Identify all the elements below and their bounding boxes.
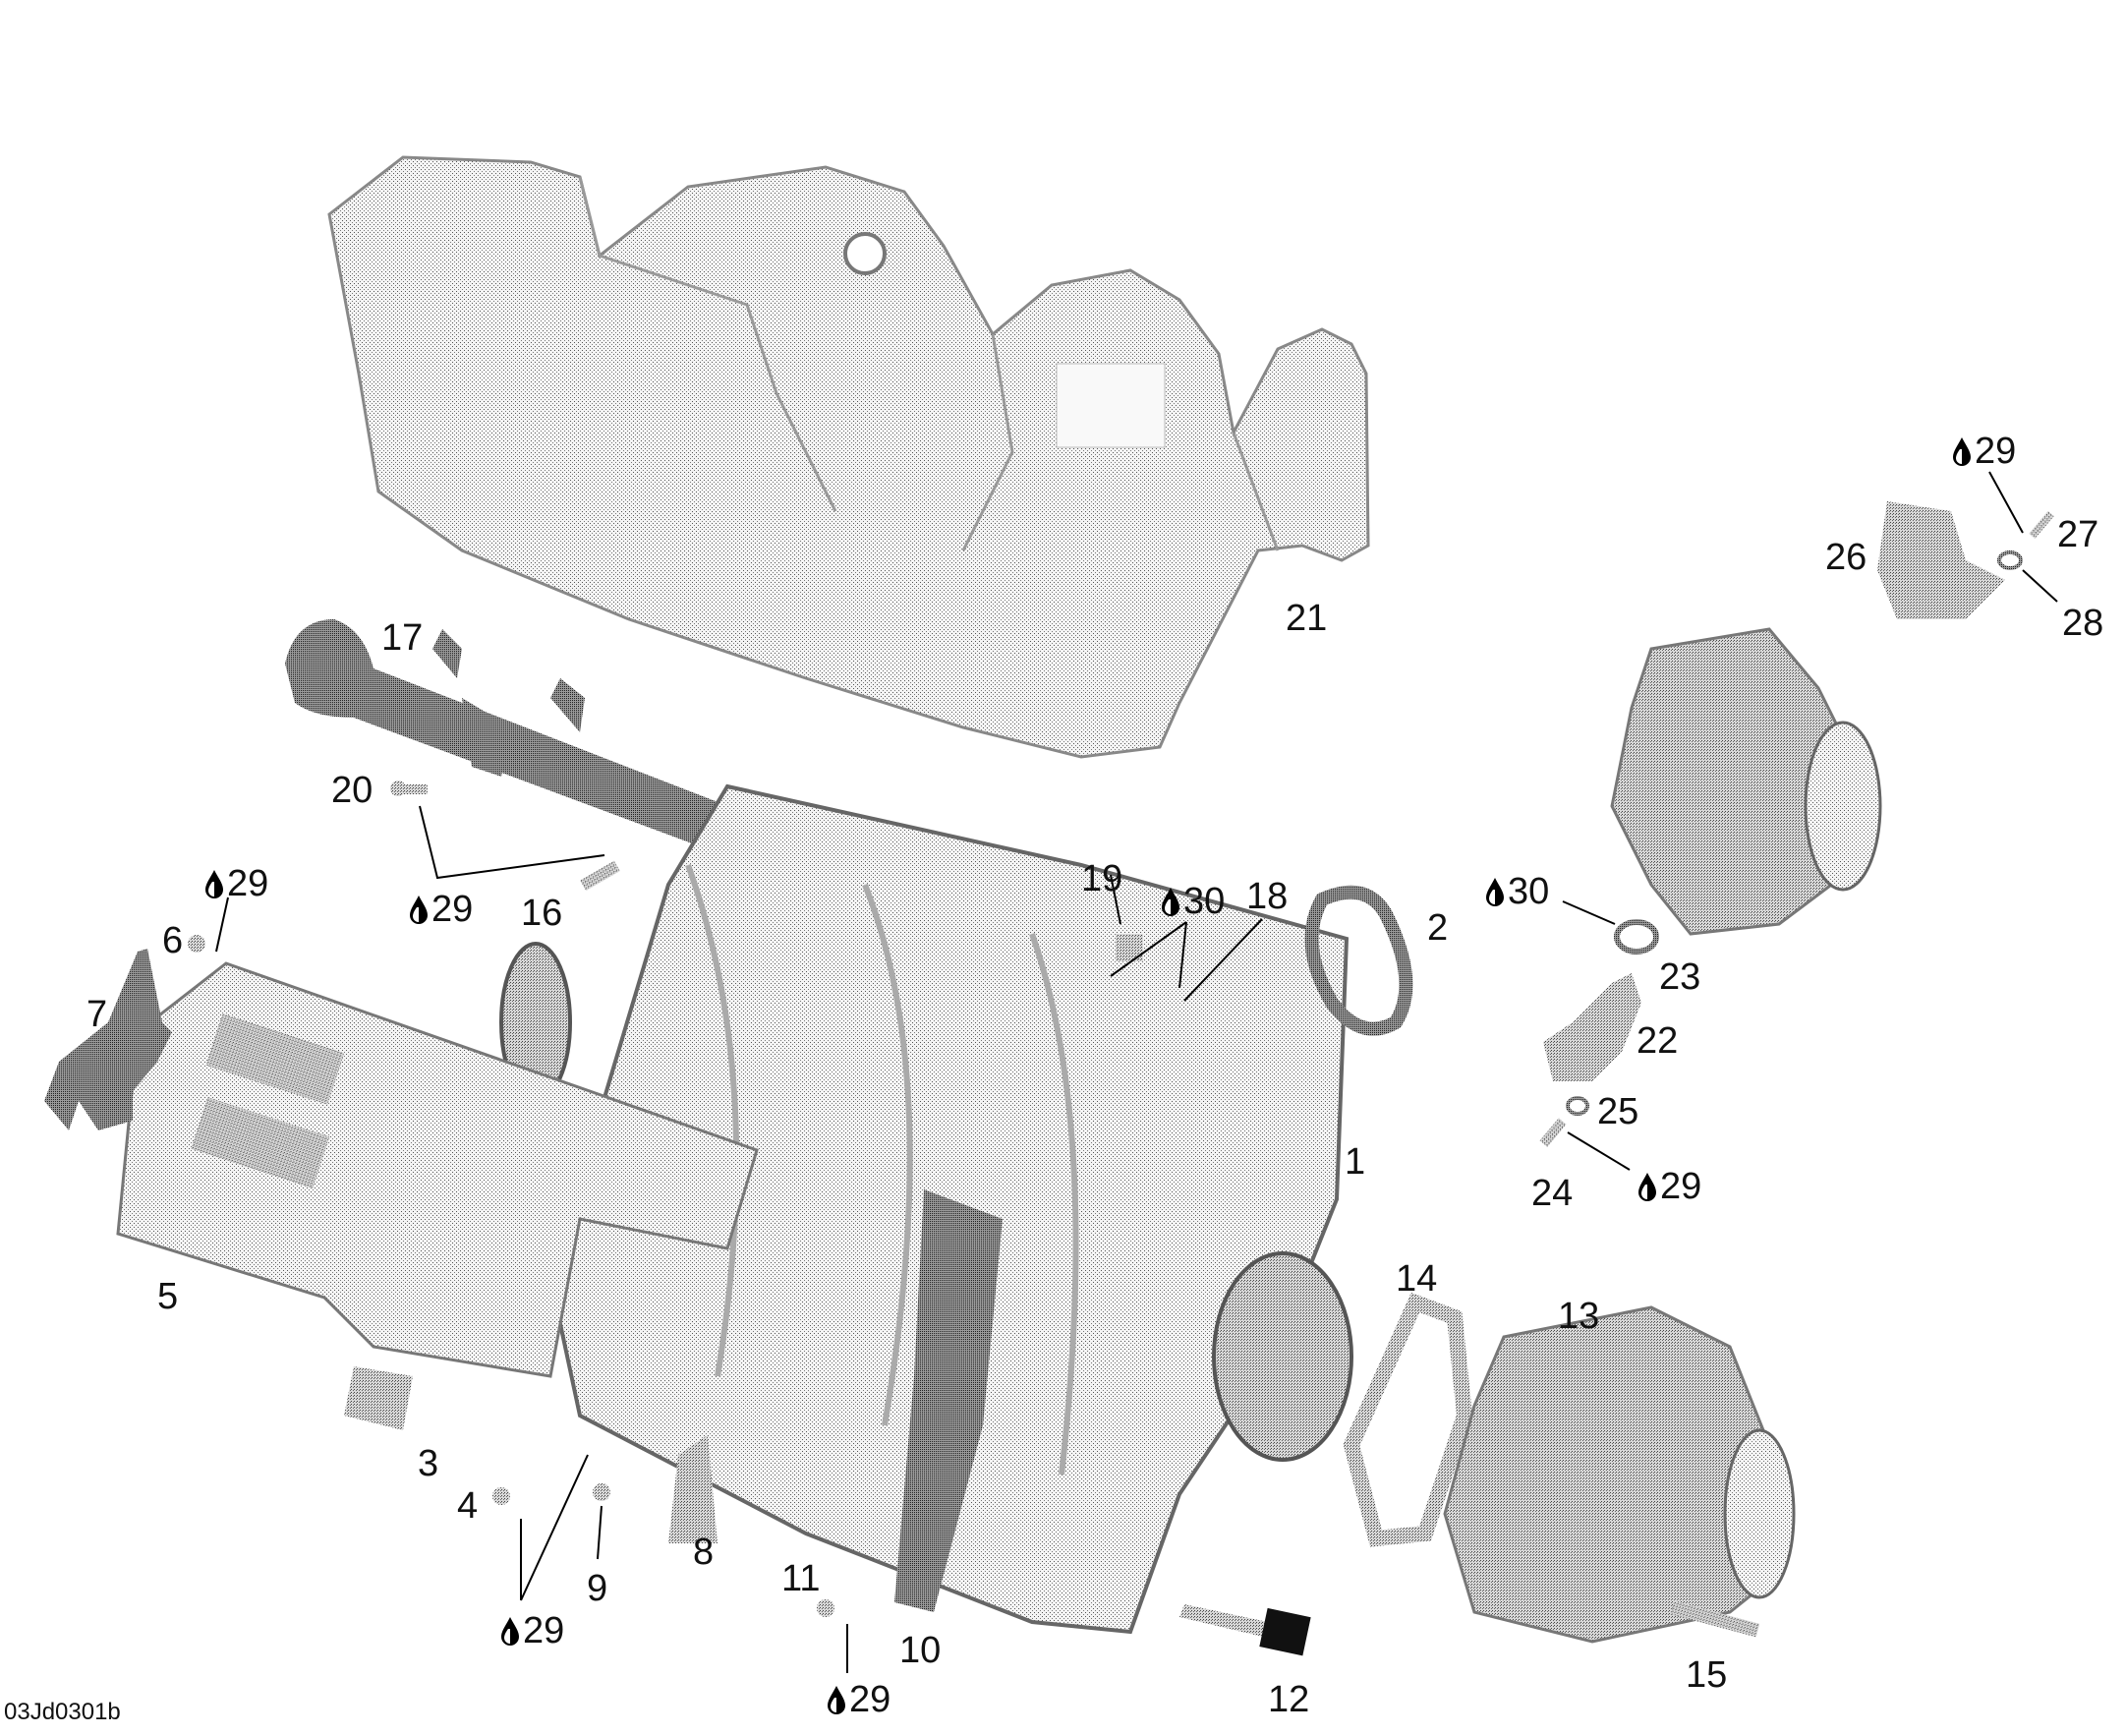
callout-2: 2	[1427, 907, 1449, 949]
sealant-callout-29: 29	[499, 1612, 564, 1649]
engine-cover-part-21	[327, 155, 1370, 759]
sealant-callout-29: 29	[826, 1681, 890, 1718]
drop-icon	[1638, 1173, 1656, 1201]
sealant-callout-29: 29	[203, 865, 268, 902]
screw-part-11	[817, 1599, 834, 1617]
callout-13: 13	[1558, 1296, 1600, 1337]
throttle-body-part-13	[1443, 1305, 1796, 1644]
screw-part-9	[593, 1483, 610, 1501]
drop-icon	[1162, 888, 1179, 916]
leader-lines	[215, 471, 2058, 1673]
callout-21: 21	[1286, 598, 1328, 639]
callout-23: 23	[1659, 956, 1701, 998]
screw-part-27	[2029, 510, 2054, 540]
callout-12: 12	[1268, 1679, 1310, 1720]
screw-part-6	[188, 935, 205, 953]
drop-icon	[205, 870, 223, 898]
callout-28: 28	[2062, 603, 2104, 644]
callout-4: 4	[457, 1485, 479, 1527]
bracket-part-8	[668, 1435, 718, 1543]
drop-icon	[828, 1686, 845, 1714]
screw-part-20	[390, 781, 428, 796]
callout-8: 8	[693, 1532, 715, 1573]
callout-17: 17	[381, 617, 424, 659]
callout-16: 16	[521, 893, 563, 934]
callout-11: 11	[781, 1558, 821, 1599]
callout-7: 7	[86, 994, 108, 1035]
sealant-callout-30: 30	[1160, 883, 1225, 920]
sealant-callout-29: 29	[408, 891, 473, 928]
sealant-callout-29: 29	[1951, 433, 2016, 470]
screw-part-4	[492, 1487, 510, 1505]
electronic-module-part-5	[116, 961, 759, 1378]
callout-26: 26	[1825, 537, 1867, 578]
drop-icon	[1486, 878, 1504, 906]
bracket-part-7	[44, 949, 172, 1130]
callout-5: 5	[157, 1276, 179, 1317]
cover-plate-part-26	[1877, 501, 2005, 619]
callout-18: 18	[1246, 876, 1289, 917]
figure-code: 03Jd0301b	[4, 1699, 121, 1725]
sealant-callout-30: 30	[1484, 873, 1549, 910]
callout-3: 3	[418, 1443, 439, 1484]
drop-icon	[1953, 437, 1971, 466]
sealant-callout-29: 29	[1637, 1168, 1701, 1205]
drop-icon	[410, 896, 428, 924]
callout-22: 22	[1637, 1020, 1679, 1062]
callout-24: 24	[1531, 1173, 1574, 1214]
screw-part-24	[1539, 1118, 1567, 1147]
callout-25: 25	[1597, 1091, 1639, 1132]
callout-19: 19	[1081, 858, 1123, 899]
callout-20: 20	[331, 770, 373, 811]
sensor-part-22	[1543, 973, 1641, 1081]
throttle-body-upper	[1610, 627, 1882, 936]
callout-14: 14	[1396, 1258, 1438, 1300]
callout-9: 9	[587, 1568, 608, 1609]
screw-part-16	[580, 860, 620, 892]
screw-part-15	[1670, 1600, 1760, 1638]
gasket-part-2	[1304, 885, 1413, 1036]
gasket-part-14	[1343, 1292, 1473, 1547]
bracket-part-10	[894, 1189, 1003, 1612]
o-ring-part-23	[1614, 919, 1659, 955]
o-ring-part-25	[1566, 1096, 1589, 1116]
bracket-part-3	[344, 1366, 413, 1430]
callout-15: 15	[1686, 1654, 1728, 1696]
screw-part-19	[1116, 934, 1143, 961]
drop-icon	[501, 1617, 519, 1646]
o-ring-part-28	[1997, 550, 2023, 570]
callout-6: 6	[162, 920, 184, 961]
sensor-part-12	[1179, 1604, 1311, 1656]
callout-10: 10	[899, 1630, 942, 1671]
callout-1: 1	[1345, 1141, 1366, 1183]
callout-27: 27	[2057, 514, 2099, 555]
